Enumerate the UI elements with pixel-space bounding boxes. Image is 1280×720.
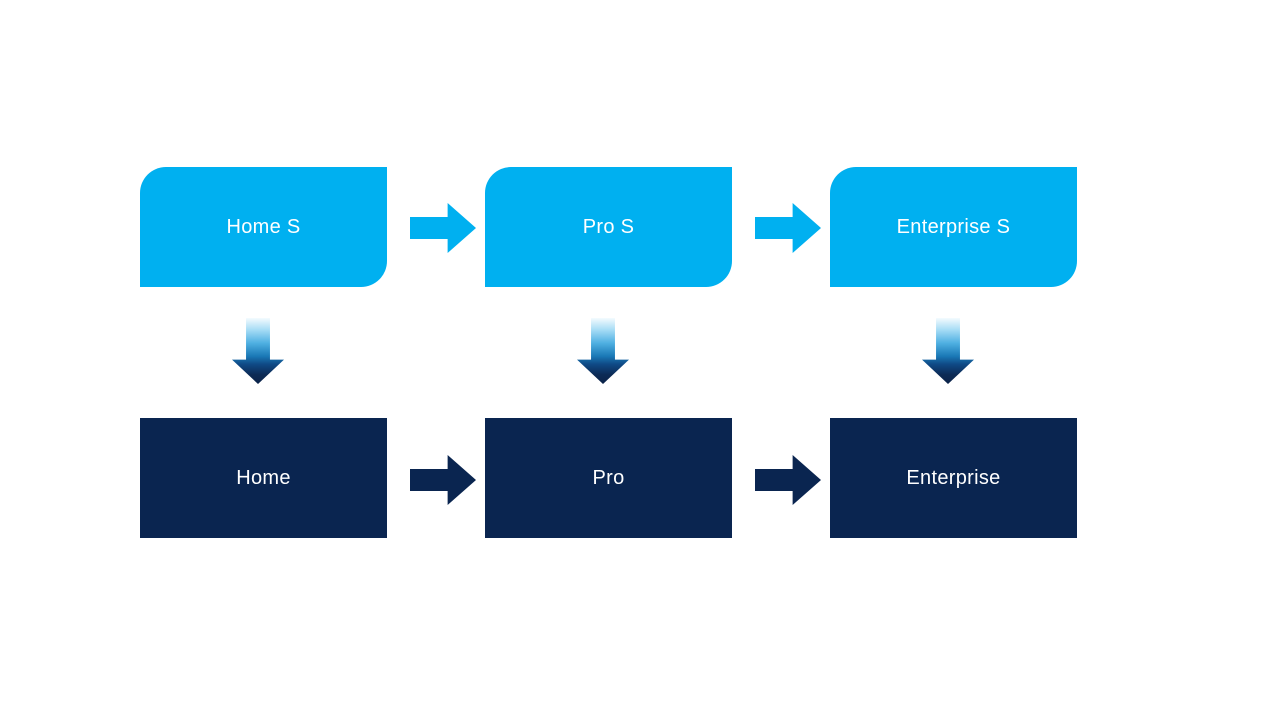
down-arrow-icon	[232, 318, 284, 384]
right-arrow-icon	[755, 455, 821, 505]
stage-box-pro-s: Pro S	[485, 167, 732, 287]
right-arrow-icon	[410, 455, 476, 505]
stage-box-home-s-label: Home S	[226, 215, 301, 238]
stage-box-enterprise-s: Enterprise S	[830, 167, 1077, 287]
down-arrow-icon	[577, 318, 629, 384]
stage-box-home: Home	[140, 418, 387, 538]
stage-box-enterprise-s-label: Enterprise S	[896, 215, 1011, 238]
stage-box-enterprise: Enterprise	[830, 418, 1077, 538]
stage-box-enterprise-label: Enterprise	[906, 466, 1001, 489]
stage-box-pro-label: Pro	[592, 466, 625, 489]
stage-box-home-label: Home	[236, 466, 291, 489]
right-arrow-icon	[410, 203, 476, 253]
diagram-column-enterprise: Enterprise S Enterprise	[830, 0, 1077, 720]
stage-box-home-s: Home S	[140, 167, 387, 287]
down-arrow-icon	[922, 318, 974, 384]
stage-box-pro: Pro	[485, 418, 732, 538]
diagram-column-pro: Pro S Pro	[485, 0, 732, 720]
diagram-column-home: Home S Home	[140, 0, 387, 720]
right-arrow-icon	[755, 203, 821, 253]
stage-box-pro-s-label: Pro S	[582, 215, 635, 238]
